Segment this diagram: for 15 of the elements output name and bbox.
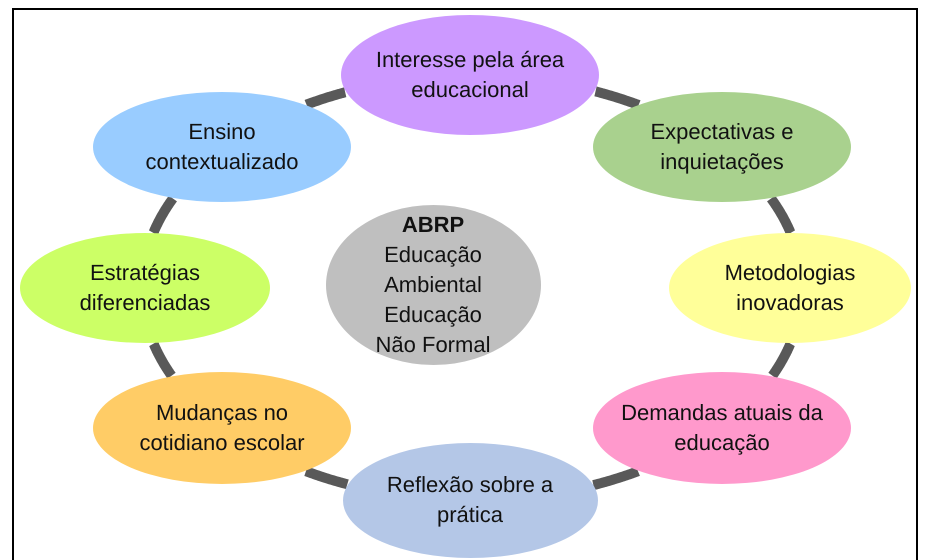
ring-connector (592, 86, 642, 110)
topic-text: Metodologias inovadoras (724, 259, 856, 317)
topic-text: Mudanças no cotidiano escolar (138, 399, 306, 457)
topic-text: Demandas atuais da educação (621, 399, 823, 457)
topic-text: Interesse pela área educacional (374, 46, 566, 104)
center-text: Educação Ambiental (383, 241, 483, 299)
center-text: Educação Não Formal (374, 301, 492, 359)
ring-connector (302, 466, 351, 490)
topic-text: Ensino contextualizado (144, 118, 300, 176)
topic-text: Reflexão sobre a prática (386, 471, 554, 529)
topic-text: Expectativas e inquietações (649, 118, 795, 176)
center-heading: ABRP (402, 211, 464, 239)
ring-connector (302, 87, 349, 110)
ring-connector (590, 466, 642, 490)
topic-text: Estratégias diferenciadas (78, 259, 212, 317)
